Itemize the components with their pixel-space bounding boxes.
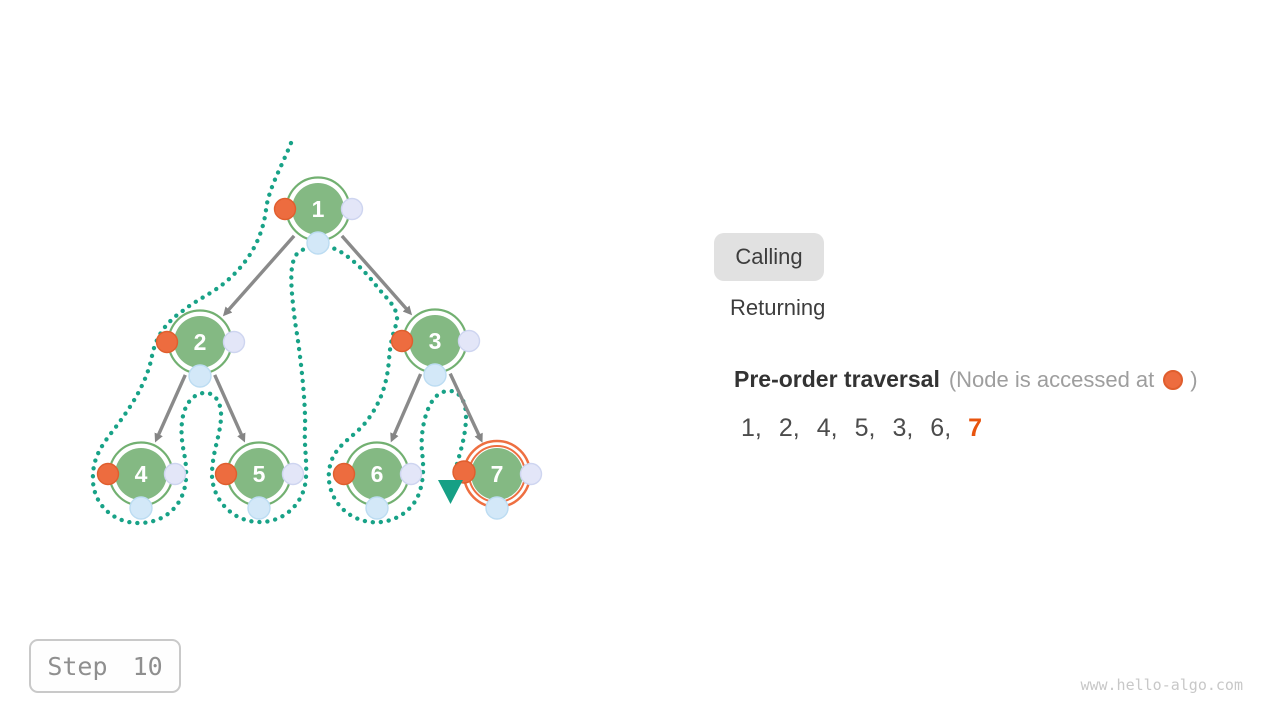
postorder-access-dot <box>457 329 481 353</box>
node-circle <box>471 448 523 500</box>
sequence-value-current: 7 <box>968 414 983 442</box>
preorder-access-dot <box>390 329 414 353</box>
node-label: 3 <box>429 328 442 354</box>
postorder-access-dot <box>399 462 423 486</box>
tree-node-1: 1 <box>273 176 364 255</box>
watermark-url: www.hello-algo.com <box>1080 676 1243 694</box>
tree-node-7-current: 7 <box>452 439 543 520</box>
inorder-access-dot <box>423 363 447 387</box>
inorder-access-dot <box>365 496 389 520</box>
step-indicator: Step 10 <box>29 639 181 693</box>
tree-node-4: 4 <box>96 441 187 520</box>
node-circle <box>233 448 285 500</box>
traversal-header: Pre-order traversal (Node is accessed at… <box>734 366 1198 393</box>
node-label: 6 <box>371 461 384 487</box>
postorder-access-dot <box>163 462 187 486</box>
node-circle <box>174 316 226 368</box>
tree-edge <box>213 374 246 443</box>
inorder-access-dot <box>129 496 153 520</box>
preorder-access-dot <box>273 197 297 221</box>
accessed-node-legend-icon <box>1163 369 1184 390</box>
tree-edges <box>154 234 483 443</box>
sequence-value: 4 <box>816 414 831 442</box>
tree-edge <box>390 373 423 443</box>
sequence-value: 6 <box>930 414 945 442</box>
tree-node-5: 5 <box>214 441 305 520</box>
preorder-access-dot <box>96 462 120 486</box>
preorder-access-dot <box>214 462 238 486</box>
sequence-value: 1 <box>741 414 755 442</box>
phase-calling-button[interactable]: Calling <box>714 233 824 281</box>
tree-edge <box>448 372 483 443</box>
step-indicator-label: Step 10 <box>47 651 163 681</box>
sequence-separator: , <box>830 414 838 442</box>
node-circle <box>409 315 461 367</box>
node-label: 5 <box>253 461 266 487</box>
inorder-access-dot <box>188 364 212 388</box>
node-circle <box>351 448 403 500</box>
tree-edge <box>340 234 413 316</box>
node-label: 1 <box>312 196 325 222</box>
phase-returning-button[interactable]: Returning <box>730 295 825 321</box>
traversal-title: Pre-order traversal <box>734 366 940 392</box>
postorder-access-dot <box>340 197 364 221</box>
sequence-value: 3 <box>892 414 907 442</box>
traversal-note-prefix: (Node is accessed at <box>948 366 1155 392</box>
tree-node-3: 3 <box>390 308 481 387</box>
tree-edge <box>222 234 296 317</box>
inorder-access-dot <box>485 496 509 520</box>
inorder-access-dot <box>247 496 271 520</box>
postorder-access-dot <box>222 330 246 354</box>
sequence-separator: , <box>868 414 876 442</box>
traversal-sequence: 1,2,4,5,3,6,7 <box>741 414 982 443</box>
sequence-separator: , <box>754 414 762 442</box>
sequence-value: 5 <box>854 414 869 442</box>
postorder-access-dot <box>281 462 305 486</box>
preorder-access-dot <box>452 460 476 484</box>
phase-calling-label: Calling <box>735 244 803 269</box>
recursion-trace-path <box>90 140 469 526</box>
node-circle <box>292 183 344 235</box>
tree-node-6: 6 <box>332 441 423 520</box>
node-label: 7 <box>491 461 504 487</box>
tree-node-2: 2 <box>155 309 246 388</box>
inorder-access-dot <box>306 231 330 255</box>
node-circle <box>115 448 167 500</box>
sequence-separator: , <box>792 414 800 442</box>
traversal-note-suffix: ) <box>1190 366 1198 392</box>
node-label: 2 <box>194 329 207 355</box>
node-label: 4 <box>135 461 148 487</box>
preorder-access-dot <box>155 330 179 354</box>
sequence-separator: , <box>906 414 914 442</box>
tree-edge <box>154 374 187 443</box>
sequence-value: 2 <box>778 414 793 442</box>
postorder-access-dot <box>519 462 543 486</box>
pointer-triangle-icon <box>438 480 463 504</box>
sequence-separator: , <box>944 414 952 442</box>
phase-returning-label: Returning <box>730 295 826 320</box>
preorder-access-dot <box>332 462 356 486</box>
